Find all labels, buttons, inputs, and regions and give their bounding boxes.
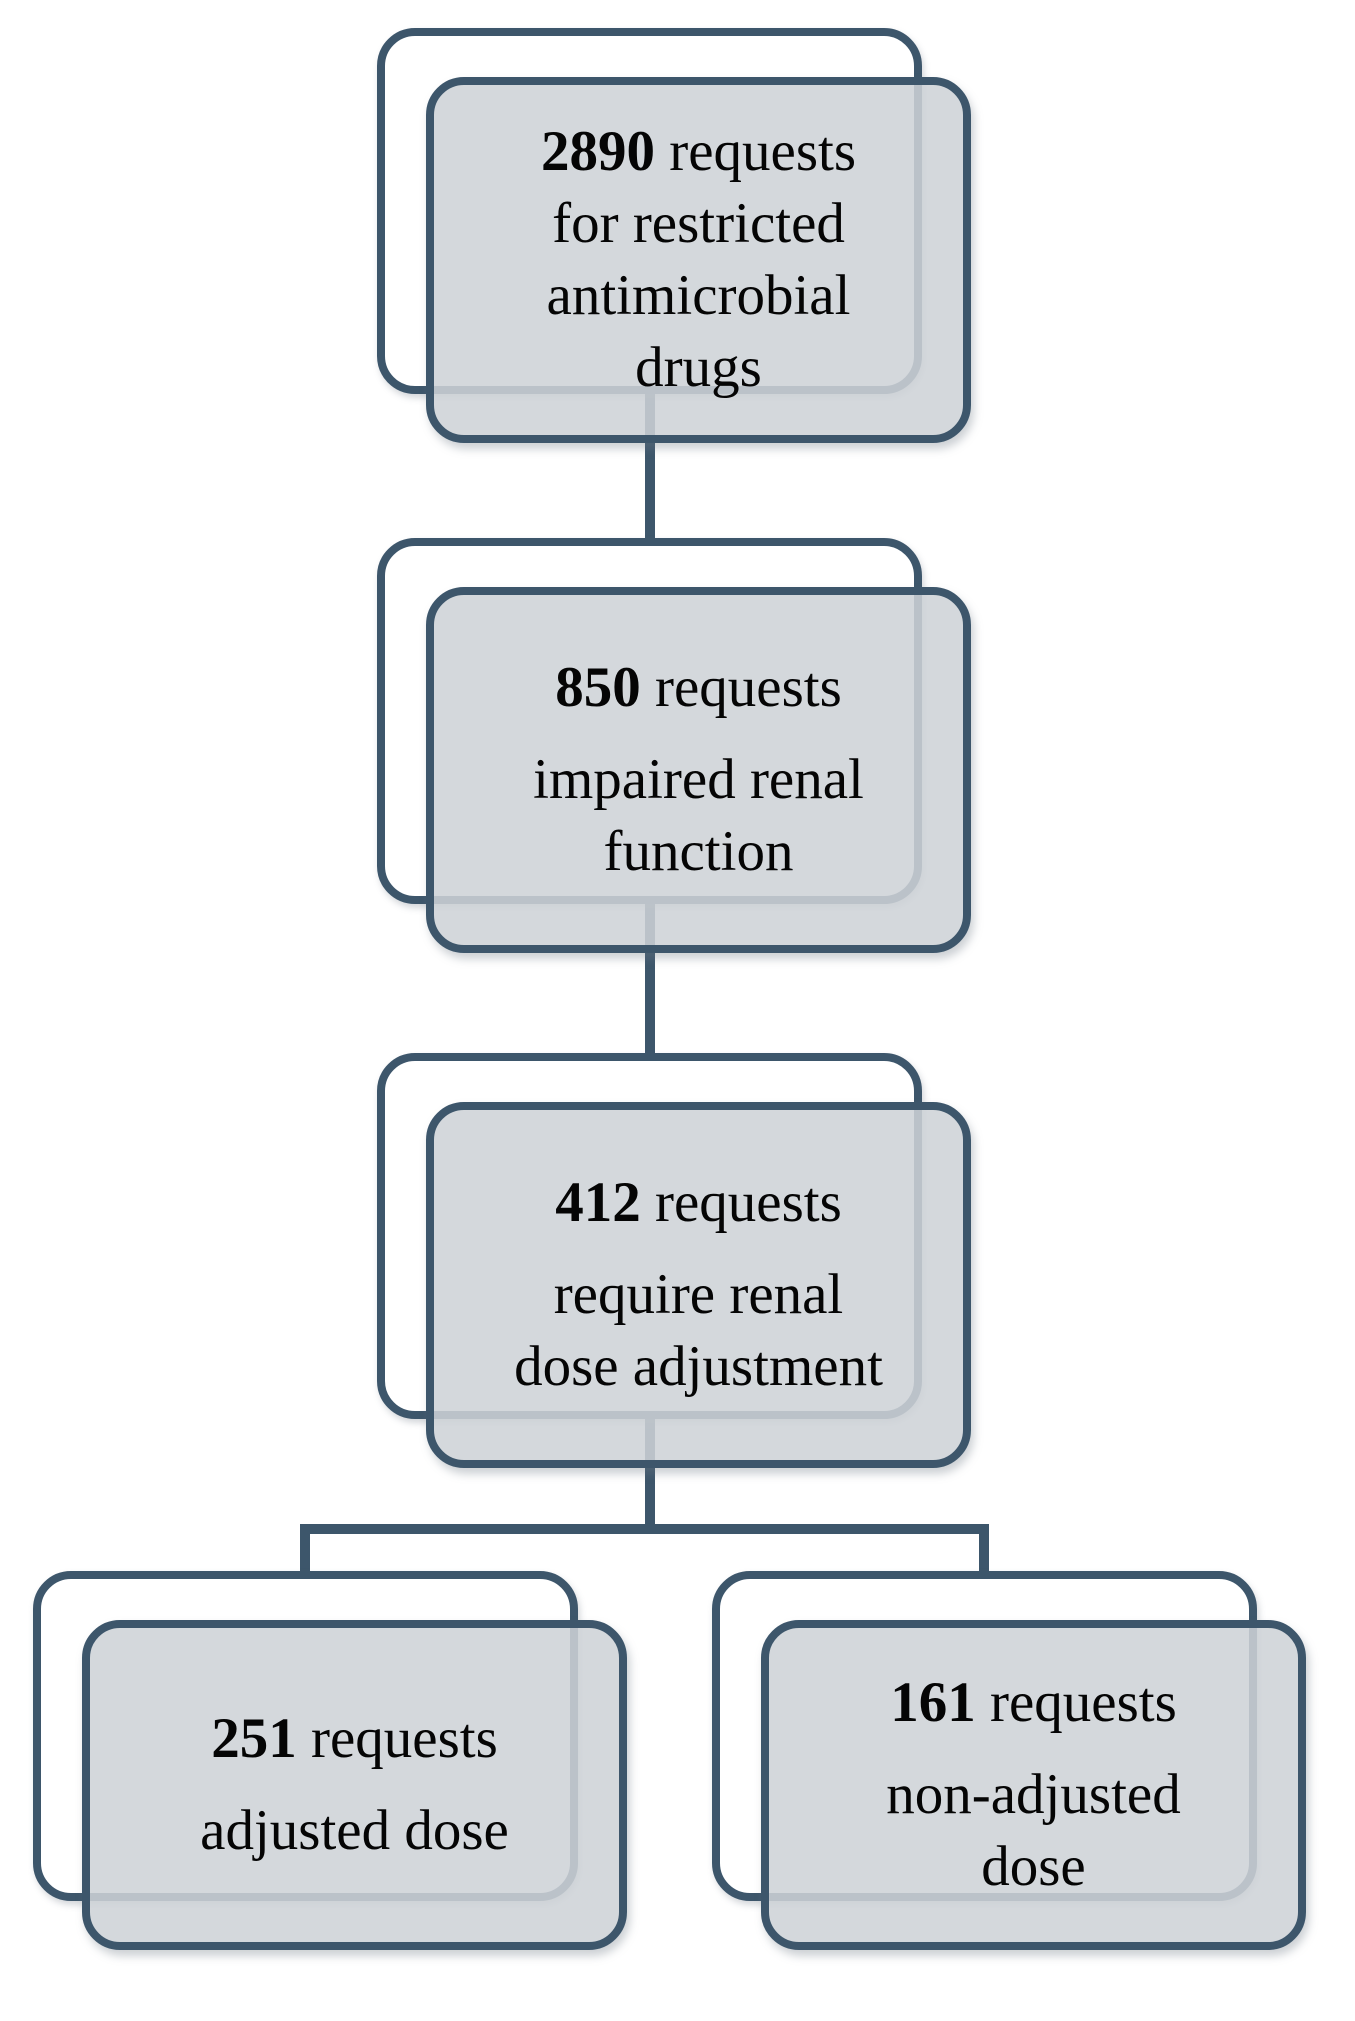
node2-line: impaired renal	[533, 748, 864, 811]
node1-unit: requests	[654, 120, 857, 183]
node4-headline: 251 requests	[211, 1703, 498, 1775]
node1-headline: 2890 requests	[541, 116, 856, 188]
node3-unit: requests	[640, 1171, 842, 1234]
node3-line: dose adjustment	[514, 1335, 883, 1398]
node4-line: adjusted dose	[200, 1799, 509, 1862]
node1-line: drugs	[635, 336, 762, 399]
node3-box: 412 requests require renal dose adjustme…	[426, 1102, 971, 1468]
node3-headline: 412 requests	[555, 1167, 842, 1239]
node5-line: dose	[981, 1835, 1086, 1898]
node2-box: 850 requests impaired renal function	[426, 587, 971, 953]
node3-line: require renal	[553, 1263, 844, 1326]
node4-unit: requests	[296, 1707, 498, 1770]
node2-headline: 850 requests	[555, 652, 842, 724]
node4-number: 251	[211, 1707, 297, 1770]
node1-line: for restricted	[552, 192, 845, 255]
node5-number: 161	[890, 1671, 976, 1734]
node5-line: non-adjusted	[886, 1763, 1181, 1826]
node2-line: function	[603, 820, 794, 883]
node4-box: 251 requests adjusted dose	[82, 1620, 627, 1950]
node5-headline: 161 requests	[890, 1667, 1177, 1739]
node1-box: 2890 requests for restricted antimicrobi…	[426, 77, 971, 443]
node1-number: 2890	[540, 120, 655, 183]
node5-box: 161 requests non-adjusted dose	[761, 1620, 1306, 1950]
node3-number: 412	[555, 1171, 641, 1234]
node2-number: 850	[555, 656, 641, 719]
node5-unit: requests	[975, 1671, 1177, 1734]
node1-line: antimicrobial	[546, 264, 851, 327]
branch-bar	[300, 1524, 989, 1534]
node2-unit: requests	[640, 656, 842, 719]
